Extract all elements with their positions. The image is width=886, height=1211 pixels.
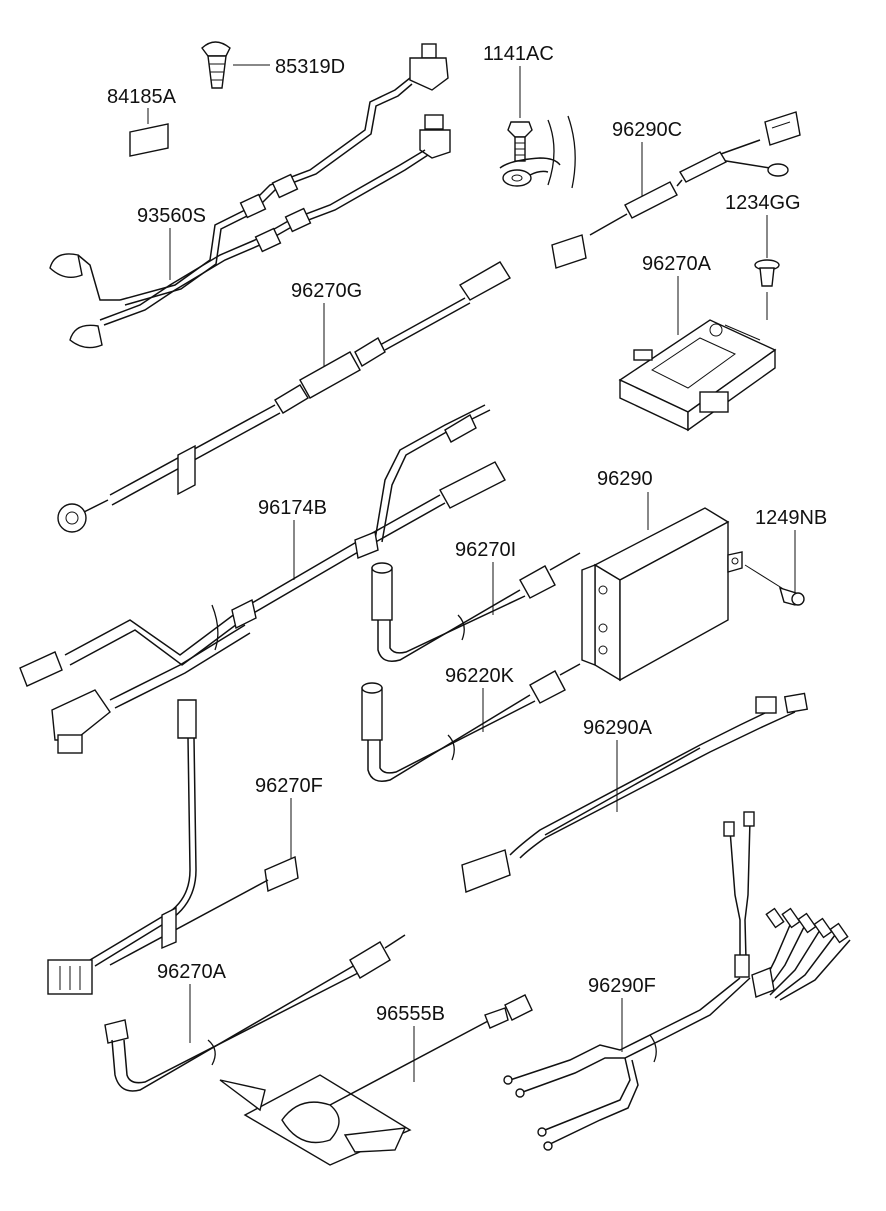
tag-84185A [129,123,169,157]
label-96290C: 96290C [612,119,682,141]
label-1141AC: 1141AC [483,43,554,65]
harness-93560S [49,43,451,349]
harness-96290F [503,811,851,1151]
cable-96220K [361,663,581,782]
label-84185A: 84185A [107,86,177,108]
label-96270A-bottom: 96270A [157,961,227,983]
screw-1234GG [754,259,780,320]
cable-96270F [47,699,299,995]
cable-96270A-bottom [104,934,406,1092]
cable-96174B [19,404,506,754]
label-96270G: 96270G [291,280,362,302]
label-96290: 96290 [597,468,653,490]
clip-85319D [201,41,231,89]
label-93560S: 93560S [137,205,206,227]
bolt-1141AC [499,115,576,189]
screw-1249NB [778,586,805,606]
cable-96290A [461,692,809,893]
label-1249NB: 1249NB [755,507,827,529]
label-96220K: 96220K [445,665,515,687]
label-96555B: 96555B [376,1003,445,1025]
cable-96270I [371,552,581,662]
label-96174B: 96174B [258,497,327,519]
wire-96290C [551,111,801,269]
label-96290F: 96290F [588,975,656,997]
label-96270I: 96270I [455,539,516,561]
label-96290A: 96290A [583,717,653,739]
module-96290 [581,507,786,682]
cable-96270G [57,261,511,533]
label-1234GG: 1234GG [725,192,801,214]
module-96270A [618,319,777,432]
antenna-96555B [219,994,533,1166]
label-96270A-top: 96270A [642,253,712,275]
label-96270F: 96270F [255,775,323,797]
label-85319D: 85319D [275,56,345,78]
